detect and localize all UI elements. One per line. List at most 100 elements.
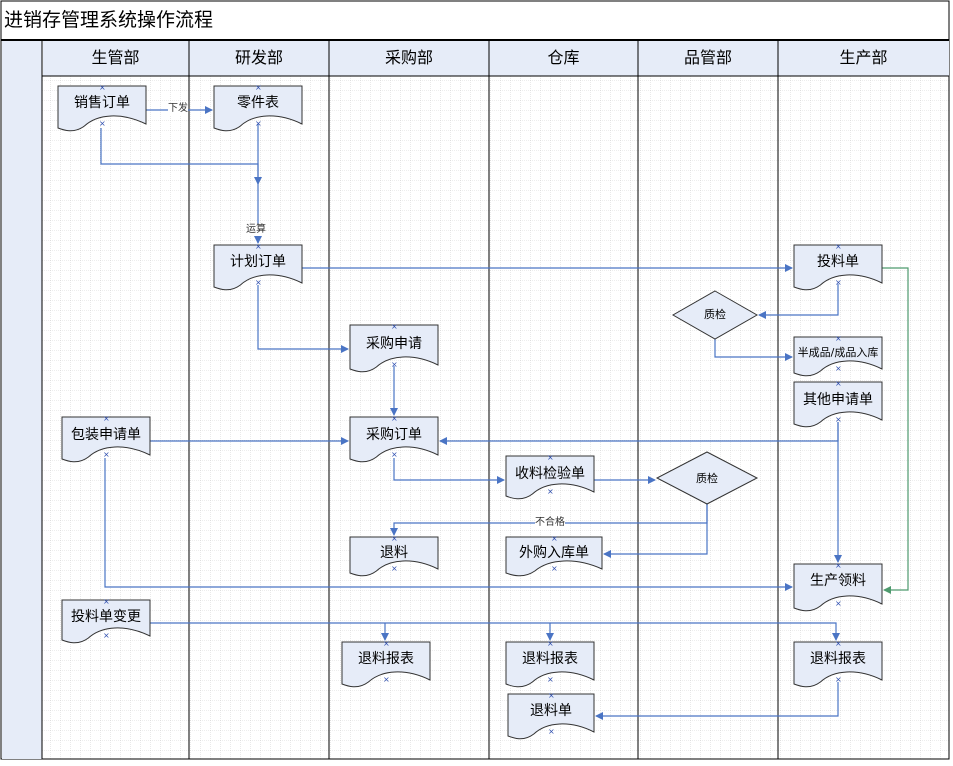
feed-order-doc[interactable]: 投料单 (817, 254, 859, 270)
connection-point-marker: × (551, 564, 558, 573)
purchase-request-doc[interactable]: 采购申请 (366, 336, 422, 352)
plan-order-doc[interactable]: 计划订单 (230, 254, 286, 270)
connection-point-marker: × (255, 278, 262, 287)
warehouse-return-report-shape (505, 641, 595, 688)
connection-point-marker: × (835, 379, 842, 388)
semi-finished-shape (793, 336, 883, 377)
sales-order-doc[interactable]: 销售订单 (74, 95, 130, 111)
edge-report-to-return-slip (595, 682, 839, 720)
connection-point-marker: × (391, 322, 398, 331)
diagram-title: 进销存管理系统操作流程 (4, 9, 214, 31)
pool-left-band (2, 41, 42, 759)
feed-order-shape (793, 244, 883, 291)
connection-point-marker: × (99, 119, 106, 128)
edge-label-calculate: 运算 (246, 224, 266, 236)
connection-point-marker: × (835, 639, 842, 648)
qc-production-decision[interactable]: 质检 (704, 308, 726, 321)
connection-point-marker: × (383, 675, 390, 684)
purchase-request-shape (349, 324, 439, 373)
connection-point-marker: × (835, 675, 842, 684)
qc-production-shape (671, 290, 759, 340)
edge-label-fail: 不合格 (535, 517, 565, 529)
lane-header-purchasing: 采购部 (384, 48, 433, 67)
lane-header-quality: 品管部 (683, 48, 732, 67)
lane-header-production: 生产部 (839, 48, 888, 67)
connection-point-marker: × (391, 414, 398, 423)
connection-point-marker: × (551, 534, 558, 543)
production-return-report-doc[interactable]: 退料报表 (810, 651, 866, 667)
connection-point-marker: × (547, 675, 554, 684)
return-slip-doc[interactable]: 退料单 (530, 703, 572, 719)
edge-pack-to-pick (104, 458, 793, 591)
warehouse-return-report-doc[interactable]: 退料报表 (522, 651, 578, 667)
semi-finished-stock-in-doc[interactable]: 半成品/成品入库 (797, 346, 879, 359)
connection-point-marker: × (103, 414, 110, 423)
other-request-doc[interactable]: 其他申请单 (803, 392, 873, 408)
return-slip-shape (507, 693, 595, 740)
connection-point-marker: × (548, 691, 555, 700)
pack-request-doc[interactable]: 包装申请单 (71, 427, 141, 443)
return-material-shape (349, 536, 439, 577)
purchase-return-report-shape (341, 641, 431, 688)
connection-point-marker: × (835, 364, 842, 373)
connection-point-marker: × (835, 415, 842, 424)
connection-point-marker: × (103, 450, 110, 459)
edge-order-to-receive (393, 458, 505, 484)
connection-point-marker: × (99, 83, 106, 92)
connection-point-marker: × (103, 631, 110, 640)
connector-layer (100, 106, 909, 720)
plan-order-shape (213, 244, 303, 291)
lane-header-warehouse: 仓库 (547, 48, 580, 67)
production-pick-shape (793, 563, 883, 612)
connection-point-marker: × (103, 597, 110, 606)
purchase-order-shape (349, 416, 439, 463)
feed-order-change-doc[interactable]: 投料单变更 (71, 609, 141, 625)
connection-point-marker: × (835, 242, 842, 251)
connection-point-marker: × (391, 564, 398, 573)
lane-header-rnd: 研发部 (234, 48, 283, 67)
edge-feed-to-pick-green (882, 267, 909, 594)
pack-request-shape (61, 416, 151, 463)
parts-list-doc[interactable]: 零件表 (237, 95, 279, 111)
connection-point-marker: × (255, 119, 262, 128)
edge-plan-to-purchase-request (257, 285, 349, 353)
parts-list-shape (213, 85, 303, 132)
sales-order-shape (57, 85, 147, 132)
feed-order-change-shape (61, 599, 151, 644)
connection-point-marker: × (391, 534, 398, 543)
connection-point-marker: × (547, 453, 554, 462)
edge-qc-to-stock-in (714, 339, 793, 361)
connection-point-marker: × (383, 639, 390, 648)
production-return-report-shape (793, 641, 883, 688)
qc-receiving-decision[interactable]: 质检 (696, 472, 718, 485)
connection-point-marker: × (835, 334, 842, 343)
connection-point-marker: × (255, 83, 262, 92)
purchase-return-report-doc[interactable]: 退料报表 (358, 651, 414, 667)
connection-point-marker: × (391, 360, 398, 369)
outsource-stock-in-doc[interactable]: 外购入库单 (519, 545, 589, 561)
lane-header-production-control: 生管部 (91, 48, 140, 67)
shape-layer: ×××××××××××××××××××××××××××××××××××× (57, 83, 883, 740)
production-pick-doc[interactable]: 生产领料 (810, 573, 866, 589)
return-material-doc[interactable]: 退料 (380, 545, 408, 561)
connection-point-marker: × (547, 639, 554, 648)
connection-point-marker: × (255, 242, 262, 251)
edge-feed-to-qc (758, 284, 839, 319)
other-request-shape (793, 381, 883, 428)
edge-label-issue: 下发 (168, 103, 188, 115)
connection-point-marker: × (835, 278, 842, 287)
connection-point-marker: × (391, 450, 398, 459)
receive-inspection-shape (505, 455, 595, 500)
receive-inspection-doc[interactable]: 收料检验单 (515, 466, 585, 482)
connection-point-marker: × (548, 727, 555, 736)
connection-point-marker: × (835, 561, 842, 570)
edge-change-to-prod-report (150, 622, 840, 641)
connection-point-marker: × (547, 487, 554, 496)
lane-header-band (43, 41, 949, 76)
purchase-order-doc[interactable]: 采购订单 (366, 427, 422, 443)
outsource-stock-in-shape (505, 536, 603, 577)
edge-qc-to-outsource-in (603, 504, 708, 558)
